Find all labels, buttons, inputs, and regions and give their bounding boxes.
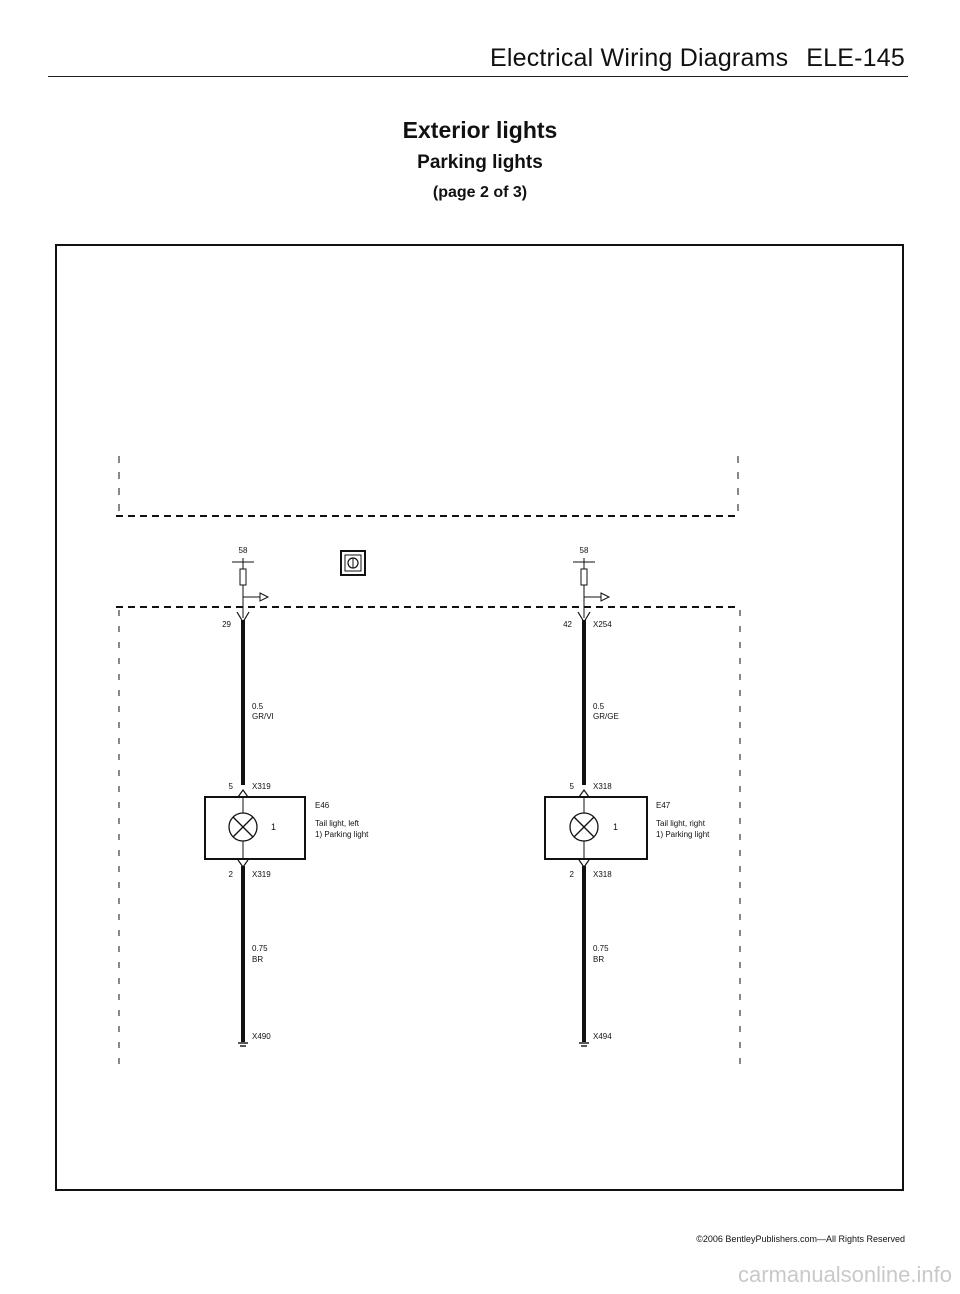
right-conn-out: X318 [593, 870, 612, 879]
header-rule [48, 76, 908, 77]
left-bulb-icon [228, 812, 258, 842]
left-wire2-size: 0.75 [252, 944, 268, 953]
left-ground-label: X490 [252, 1032, 271, 1041]
diagram-page-indicator: (page 2 of 3) [432, 184, 528, 201]
left-arrow-icon [259, 592, 270, 602]
left-pin-top: 29 [222, 620, 231, 629]
watermark-text: carmanualsonline.info [737, 1262, 952, 1287]
right-wire2-size: 0.75 [593, 944, 609, 953]
module-symbol-icon [340, 550, 366, 576]
right-connector-top: X254 [593, 620, 612, 629]
right-wire1-size: 0.5 [593, 702, 605, 711]
header-section: Electrical Wiring Diagrams [489, 44, 789, 72]
left-fuse-icon [239, 568, 247, 586]
page-header: Electrical Wiring Diagrams ELE-145 [490, 44, 905, 73]
left-ground-icon [238, 1042, 248, 1047]
right-component-id: E47 [656, 801, 671, 810]
left-component-box [204, 796, 306, 860]
copyright-footer: ©2006 BentleyPublishers.com—All Rights R… [696, 1234, 905, 1244]
left-conn-pin-out: 2 [229, 870, 234, 879]
diagram-frame [55, 244, 904, 1191]
left-component-name: Tail light, left [315, 819, 360, 828]
diagram-title: Exterior lights [402, 117, 558, 143]
right-bulb-pin: 1 [613, 822, 618, 832]
control-unit-box [116, 456, 740, 517]
left-bulb-pin: 1 [271, 822, 276, 832]
left-component-sub: 1) Parking light [315, 830, 369, 839]
left-terminal-label: 58 [239, 546, 248, 555]
right-conn-pin-out: 2 [570, 870, 575, 879]
right-fuse-icon [580, 568, 588, 586]
right-circuit: 58 42 X254 0.5 GR/GE 5 X318 1 E47 Tail l… [544, 546, 710, 1047]
right-component-box [544, 796, 648, 860]
left-wire2-color: BR [252, 955, 263, 964]
left-wire1-color: GR/VI [252, 712, 274, 721]
right-pin-top: 42 [563, 620, 572, 629]
right-ground-icon [579, 1042, 589, 1047]
right-wire1-color: GR/GE [593, 712, 619, 721]
module-box [116, 606, 741, 1072]
left-circuit: 58 29 0.5 GR/VI 5 X319 1 E46 Tail light,… [204, 546, 369, 1047]
right-conn-pin-in: 5 [570, 782, 575, 791]
right-wire2-color: BR [593, 955, 604, 964]
left-component-id: E46 [315, 801, 330, 810]
right-component-name: Tail light, right [656, 819, 706, 828]
right-bulb-icon [569, 812, 599, 842]
left-conn-out: X319 [252, 870, 271, 879]
right-arrow-icon [600, 592, 611, 602]
left-conn-pin-in: 5 [229, 782, 234, 791]
right-ground-label: X494 [593, 1032, 612, 1041]
right-conn-in: X318 [593, 782, 612, 791]
header-page-code: ELE-145 [806, 44, 905, 72]
right-component-sub: 1) Parking light [656, 830, 710, 839]
diagram-subtitle: Parking lights [417, 152, 543, 173]
left-conn-in: X319 [252, 782, 271, 791]
left-wire1-size: 0.5 [252, 702, 264, 711]
right-terminal-label: 58 [580, 546, 589, 555]
